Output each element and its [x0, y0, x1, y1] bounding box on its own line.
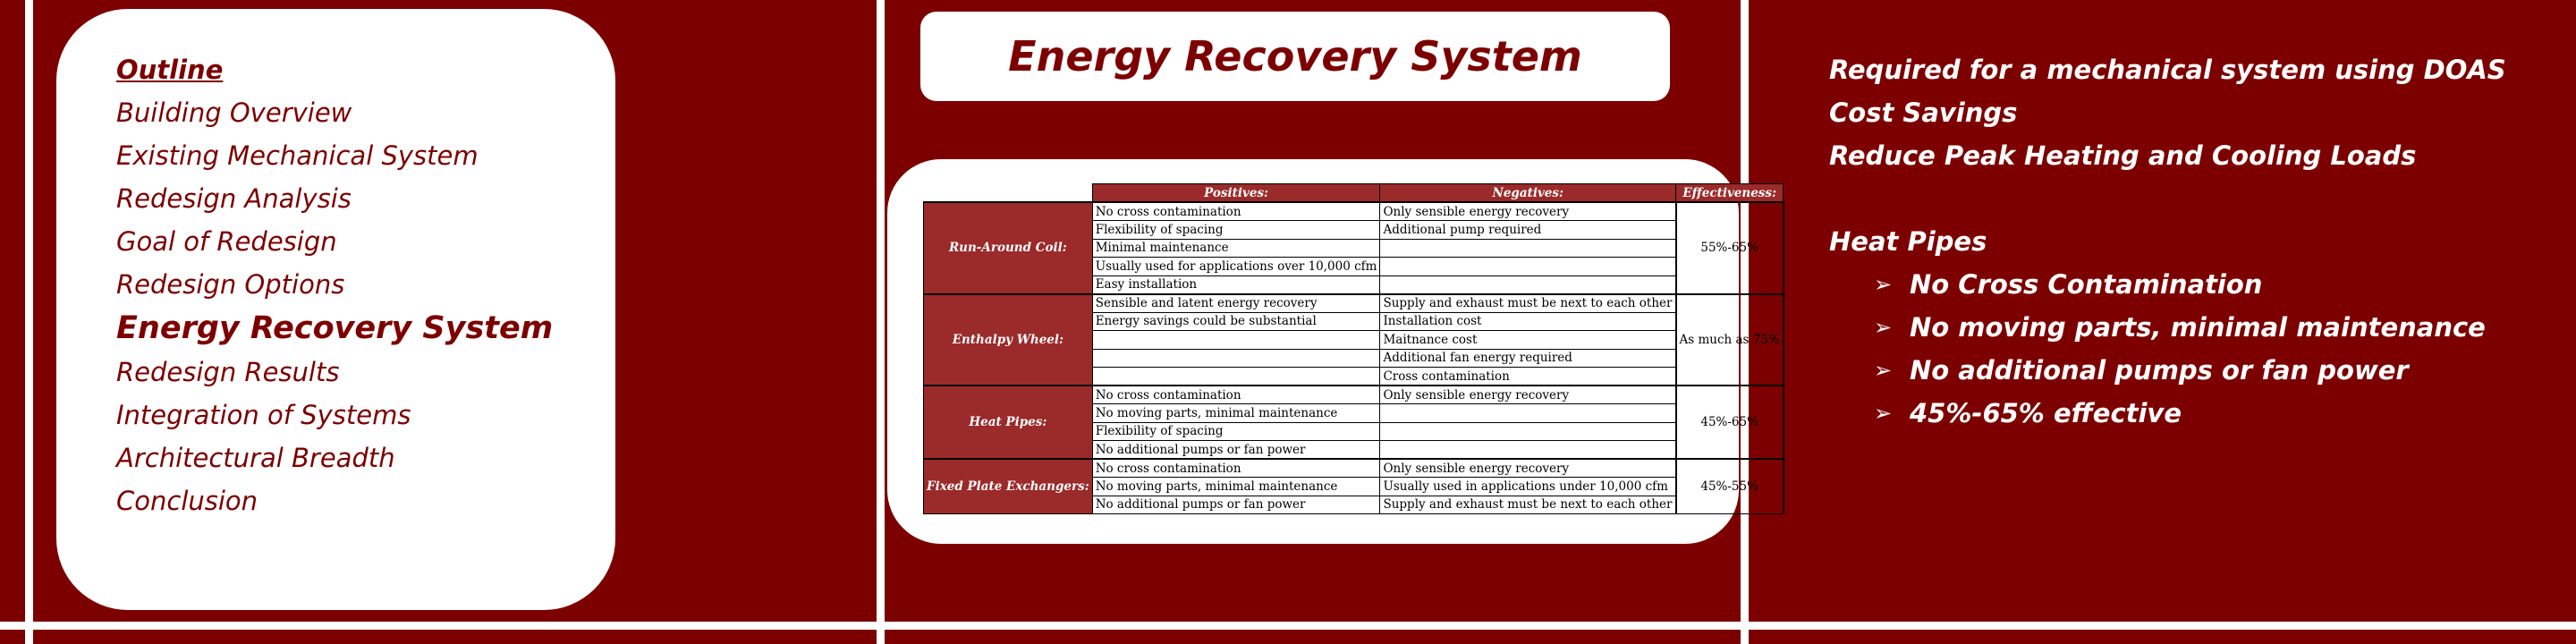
- table-header-effectiveness: Effectiveness:: [1674, 183, 1784, 203]
- table-cell-negative: Installation cost: [1379, 311, 1676, 331]
- table-cell-negative: Supply and exhaust must be next to each …: [1379, 292, 1676, 313]
- table-cell-negative: Usually used in applications under 10,00…: [1379, 477, 1676, 496]
- table-cell-positive: Minimal maintenance: [1091, 238, 1381, 258]
- table-cell-positive: Energy savings could be substantial: [1091, 311, 1381, 331]
- table-cell-negative: [1379, 238, 1676, 258]
- divider-middle-left: [877, 0, 885, 644]
- arrow-bullet-icon: ➢: [1874, 272, 1893, 297]
- bullet-text: No additional pumps or fan power: [1910, 355, 2409, 386]
- table-cell-negative: Only sensible energy recovery: [1379, 458, 1676, 478]
- table-row: Heat Pipes: No cross contamination Only …: [923, 385, 1784, 460]
- outline-item-architectural-breadth[interactable]: Architectural Breadth: [116, 443, 395, 473]
- bullet-text: 45%-65% effective: [1910, 398, 2182, 428]
- outline-item-conclusion[interactable]: Conclusion: [116, 486, 258, 516]
- outline-item-goal-of-redesign[interactable]: Goal of Redesign: [116, 226, 337, 257]
- table-row: No moving parts, minimal maintenance: [924, 403, 1784, 423]
- table-cell-positive: Sensible and latent energy recovery: [1091, 292, 1381, 313]
- comparison-table: Positives: Negatives: Effectiveness: Run…: [923, 183, 1784, 514]
- row-label-run-around-coil: Run-Around Coil:: [923, 201, 1093, 294]
- heat-pipes-subheading: Heat Pipes: [1829, 226, 1987, 257]
- table-cell-positive: No moving parts, minimal maintenance: [1091, 403, 1381, 423]
- table-cell-positive: No cross contamination: [1091, 201, 1381, 221]
- table-cell-negative: [1379, 440, 1676, 460]
- outline-item-redesign-options[interactable]: Redesign Options: [116, 269, 345, 300]
- table-cell-negative: Maitnance cost: [1379, 330, 1676, 350]
- outline-item-existing-mechanical-system[interactable]: Existing Mechanical System: [116, 140, 479, 171]
- table-cell-negative: Only sensible energy recovery: [1379, 201, 1676, 221]
- slide-title-box: Energy Recovery System: [920, 12, 1670, 101]
- table-cell-negative: Cross contamination: [1379, 367, 1676, 386]
- key-points-panel: Required for a mechanical system using D…: [1829, 48, 2506, 435]
- comparison-table-card: Positives: Negatives: Effectiveness: Run…: [887, 159, 1784, 544]
- table-row: Flexibility of spacing Additional pump r…: [924, 220, 1784, 240]
- table-header-negatives: Negatives:: [1379, 183, 1676, 203]
- table-cell-negative: Only sensible energy recovery: [1379, 385, 1676, 404]
- table-cell-positive: [1091, 330, 1381, 350]
- bullet-item: ➢ No Cross Contamination: [1829, 263, 2506, 306]
- table-cell-positive: [1091, 367, 1381, 386]
- table-cell-negative: [1379, 275, 1676, 294]
- table-cell-positive: Flexibility of spacing: [1091, 421, 1381, 441]
- table-row: No additional pumps or fan power Supply …: [924, 495, 1784, 514]
- bullet-text: No moving parts, minimal maintenance: [1910, 312, 2486, 343]
- table-row: Energy savings could be substantial Inst…: [924, 311, 1784, 331]
- table-row: Fixed Plate Exchangers: No cross contami…: [923, 458, 1784, 514]
- table-cell-negative: Additional pump required: [1379, 220, 1676, 240]
- bullet-text: No Cross Contamination: [1910, 269, 2263, 300]
- table-row: Usually used for applications over 10,00…: [924, 257, 1784, 276]
- outline-item-redesign-analysis[interactable]: Redesign Analysis: [116, 183, 352, 214]
- table-header-row: Positives: Negatives: Effectiveness:: [924, 183, 1784, 203]
- point-doas-required: Required for a mechanical system using D…: [1829, 55, 2506, 85]
- table-cell-positive: Usually used for applications over 10,00…: [1091, 257, 1381, 276]
- row-label-enthalpy-wheel: Enthalpy Wheel:: [923, 292, 1093, 386]
- bullet-item: ➢ 45%-65% effective: [1829, 392, 2506, 435]
- outline-heading: Outline: [116, 55, 224, 85]
- divider-bottom: [0, 622, 2576, 630]
- row-label-heat-pipes: Heat Pipes:: [923, 385, 1093, 460]
- arrow-bullet-icon: ➢: [1874, 358, 1893, 383]
- outline-list: Outline Building Overview Existing Mecha…: [116, 48, 553, 522]
- outline-item-integration-of-systems[interactable]: Integration of Systems: [116, 400, 411, 430]
- bullet-item: ➢ No additional pumps or fan power: [1829, 349, 2506, 392]
- table-cell-negative: Supply and exhaust must be next to each …: [1379, 495, 1676, 514]
- outline-item-energy-recovery-system[interactable]: Energy Recovery System: [116, 310, 554, 346]
- table-cell-positive: Flexibility of spacing: [1091, 220, 1381, 240]
- table-cell-negative: [1379, 403, 1676, 423]
- table-cell-positive: No cross contamination: [1091, 385, 1381, 404]
- table-cell-negative: Additional fan energy required: [1379, 348, 1676, 368]
- row-label-fixed-plate-exchangers: Fixed Plate Exchangers:: [923, 458, 1093, 514]
- table-cell-negative: [1379, 257, 1676, 276]
- table-row: Run-Around Coil: No cross contamination …: [923, 201, 1784, 294]
- arrow-bullet-icon: ➢: [1874, 315, 1893, 340]
- divider-left: [25, 0, 33, 644]
- point-cost-savings: Cost Savings: [1829, 97, 2018, 128]
- table-cell-positive: No additional pumps or fan power: [1091, 440, 1381, 460]
- table-header-blank: [924, 184, 1093, 203]
- spacer: [1829, 177, 2506, 220]
- bullet-item: ➢ No moving parts, minimal maintenance: [1829, 306, 2506, 349]
- table-cell-positive: No additional pumps or fan power: [1091, 495, 1381, 514]
- table-cell-positive: Easy installation: [1091, 275, 1381, 294]
- table-row: Flexibility of spacing: [924, 421, 1784, 441]
- table-cell-effectiveness: As much as 75%: [1674, 292, 1784, 386]
- outline-item-redesign-results[interactable]: Redesign Results: [116, 357, 340, 387]
- table-cell-effectiveness: 45%-65%: [1674, 385, 1784, 460]
- table-cell-negative: [1379, 421, 1676, 441]
- table-cell-effectiveness: 55%-65%: [1674, 201, 1784, 294]
- table-row: Enthalpy Wheel: Sensible and latent ener…: [923, 292, 1784, 386]
- table-cell-positive: No moving parts, minimal maintenance: [1091, 477, 1381, 496]
- table-row: Additional fan energy required: [924, 348, 1784, 368]
- arrow-bullet-icon: ➢: [1874, 401, 1893, 426]
- outline-item-building-overview[interactable]: Building Overview: [116, 97, 352, 128]
- point-reduce-peak-loads: Reduce Peak Heating and Cooling Loads: [1829, 140, 2417, 171]
- outline-panel: [56, 9, 615, 610]
- table-cell-positive: [1091, 348, 1381, 368]
- table-header-positives: Positives:: [1091, 183, 1381, 203]
- slide-title: Energy Recovery System: [1008, 32, 1582, 80]
- table-cell-effectiveness: 45%-55%: [1674, 458, 1784, 514]
- table-cell-positive: No cross contamination: [1091, 458, 1381, 478]
